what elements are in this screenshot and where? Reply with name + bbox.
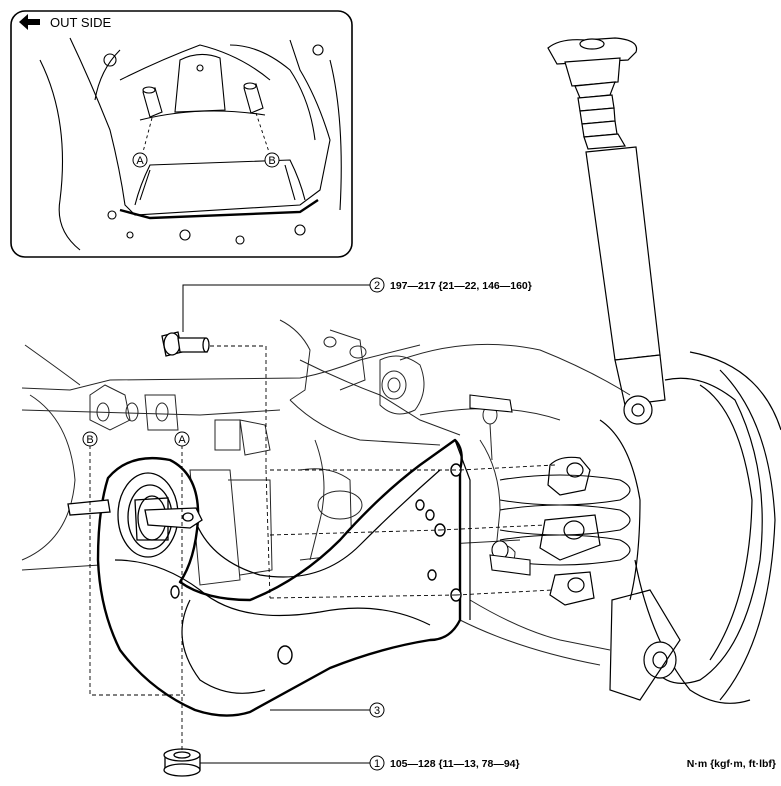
units-label: N·m {kgf·m, ft·lbf}: [687, 758, 776, 770]
alignment-lines: [89, 345, 556, 750]
mount-bracket: [67, 499, 203, 529]
stabilizer-link: [469, 394, 531, 576]
left-arrow-icon: [19, 14, 40, 30]
label-a: A: [178, 434, 186, 446]
inset-marker-a: [132, 152, 148, 168]
callout-2-number: 2: [374, 280, 380, 292]
wheel-hub: [609, 351, 781, 704]
inset-detail: OUT SIDE: [10, 10, 353, 258]
inset-label-b: B: [268, 155, 275, 167]
callout-2-marker: [369, 277, 385, 293]
shock-absorber: [547, 37, 666, 425]
nut: [163, 748, 201, 777]
callout-1-torque: 105—128 {11—13, 78—94}: [390, 758, 520, 770]
callout-1-marker: [369, 755, 385, 771]
label-b: B: [86, 434, 93, 446]
inset-label-a: A: [136, 155, 144, 167]
callout-2-torque: 197—217 {21—22, 146—160}: [390, 280, 532, 292]
coil-spring: [499, 474, 631, 566]
inset-marker-b: [264, 152, 280, 168]
callout-leaders: [182, 284, 370, 764]
callout-1-number: 1: [374, 758, 380, 770]
marker-a: [174, 431, 190, 447]
inset-frame: [10, 10, 353, 258]
callout-3-number: 3: [374, 705, 380, 717]
callout-3-marker: [369, 702, 385, 718]
bolt: [161, 331, 210, 357]
marker-b: [82, 431, 98, 447]
inset-title: OUT SIDE: [50, 15, 111, 30]
